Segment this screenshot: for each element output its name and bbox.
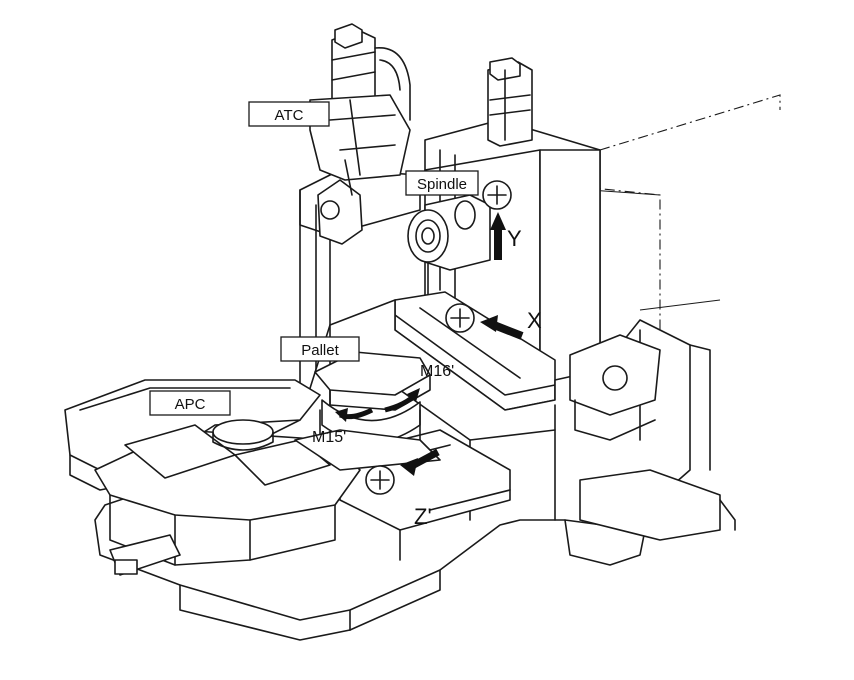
spindle-label-text: Spindle	[417, 176, 467, 193]
y-axis-arrow-icon	[490, 212, 506, 230]
m16-label: M16'	[420, 363, 454, 380]
pallet-assembly	[294, 351, 441, 471]
apc-tray	[64, 379, 361, 576]
z-axis-label: Z'	[414, 504, 432, 529]
spindle-label: Spindle	[405, 170, 479, 196]
apc-label-text: APC	[175, 396, 206, 413]
spindle-head	[407, 194, 491, 301]
atc-label: ATC	[248, 101, 330, 127]
x-axis-label: X	[527, 308, 542, 333]
rotation-arrows	[335, 388, 420, 422]
pallet-label: Pallet	[280, 336, 360, 362]
atc-label-text: ATC	[275, 107, 304, 124]
atc-tower	[299, 23, 421, 396]
y-axis-label: Y	[507, 226, 522, 251]
m15-label: M15'	[312, 429, 346, 446]
apc-label: APC	[149, 390, 231, 416]
axis-markers	[365, 180, 524, 495]
pallet-label-text: Pallet	[301, 342, 339, 359]
